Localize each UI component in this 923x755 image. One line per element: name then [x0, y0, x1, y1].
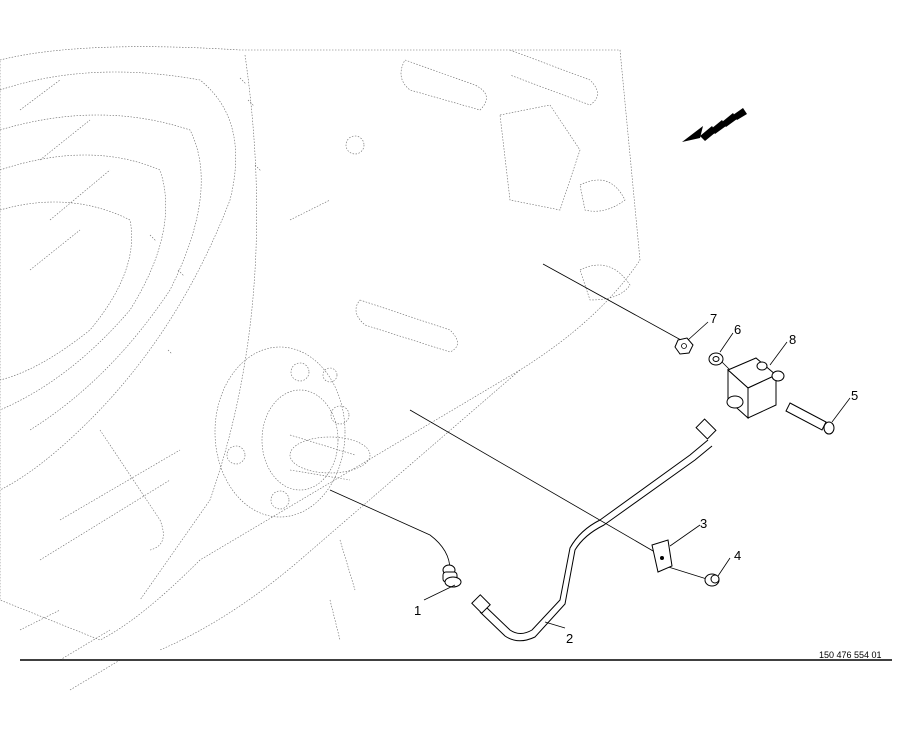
callout-8: 8	[789, 332, 796, 347]
assembly-lines	[329, 263, 731, 581]
callout-5: 5	[851, 388, 858, 403]
callout-leaders	[423, 321, 851, 629]
callout-1: 1	[414, 603, 421, 618]
part-8-block	[726, 357, 785, 420]
part-3-clip	[651, 539, 673, 573]
machine-housing	[0, 46, 641, 691]
callout-4: 4	[734, 548, 741, 563]
part-2-pipe	[471, 418, 717, 642]
part-5-bolt	[785, 402, 835, 435]
part-7-nut	[674, 337, 694, 355]
callout-2: 2	[566, 631, 573, 646]
callout-3: 3	[700, 516, 707, 531]
document-number: 150 476 554 01	[819, 650, 882, 660]
part-6-washer	[708, 352, 724, 366]
callout-7: 7	[710, 311, 717, 326]
part-4-screw	[704, 573, 720, 587]
dashed-arrow-icon	[682, 108, 747, 142]
part-1-fitting	[442, 564, 462, 588]
callout-6: 6	[734, 322, 741, 337]
callout-labels: 1 2 3 4 5 6 7 8	[414, 311, 858, 646]
